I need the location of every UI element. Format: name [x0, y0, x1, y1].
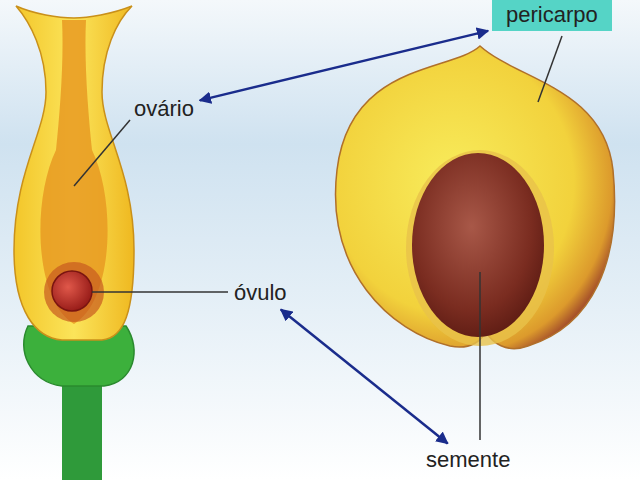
leader-line: [479, 272, 481, 440]
pistil: [14, 6, 134, 340]
part-label: óvulo: [232, 279, 289, 307]
leader-line: [538, 36, 562, 102]
seed: [412, 153, 544, 337]
double-arrow: [281, 310, 448, 444]
leader-line: [92, 291, 228, 293]
label-text: ovário: [134, 96, 194, 122]
part-label: ovário: [132, 95, 196, 123]
part-label: semente: [424, 446, 512, 474]
double-arrow: [200, 31, 488, 100]
label-text: pericarpo: [506, 2, 598, 28]
leader-line: [74, 120, 130, 186]
label-text: semente: [426, 447, 510, 473]
ovule: [52, 271, 92, 311]
label-text: óvulo: [234, 280, 287, 306]
stem: [62, 378, 102, 480]
ovary-cavity: [40, 20, 107, 324]
highlight-label-box: pericarpo: [492, 0, 612, 31]
fruit: [336, 46, 615, 349]
